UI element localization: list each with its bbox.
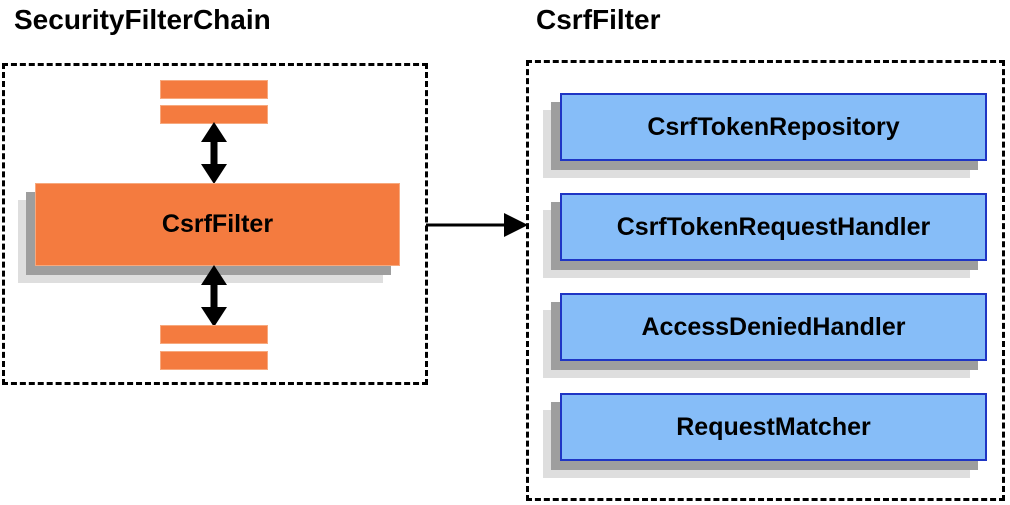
component-box-request-matcher[interactable]: RequestMatcher — [543, 393, 987, 478]
component-box-csrf-token-request-handler[interactable]: CsrfTokenRequestHandler — [543, 193, 987, 278]
csrf-filter-box[interactable]: CsrfFilter — [18, 183, 400, 283]
filter-bar-bottom-2 — [160, 351, 268, 370]
right-panel-title: CsrfFilter — [536, 4, 661, 35]
left-panel-title: SecurityFilterChain — [14, 4, 271, 35]
component-box-face: CsrfTokenRepository — [560, 93, 987, 161]
component-box-face: AccessDeniedHandler — [560, 293, 987, 361]
filter-bar-bottom-1 — [160, 325, 268, 344]
component-box-label: AccessDeniedHandler — [641, 312, 906, 341]
csrf-filter-box-label: CsrfFilter — [161, 210, 274, 238]
component-box-label: RequestMatcher — [676, 412, 871, 441]
filter-bar-top-1 — [160, 80, 268, 99]
component-box-label: CsrfTokenRequestHandler — [616, 212, 931, 241]
component-box-csrf-token-repository[interactable]: CsrfTokenRepository — [543, 93, 987, 178]
component-box-label: CsrfTokenRepository — [647, 112, 900, 141]
component-box-face: CsrfTokenRequestHandler — [560, 193, 987, 261]
panel-link-arrow — [426, 213, 528, 237]
component-box-access-denied-handler[interactable]: AccessDeniedHandler — [543, 293, 987, 378]
chain-link-arrow-top — [201, 122, 227, 184]
csrf-filter-panel — [526, 60, 1005, 501]
component-box-face: RequestMatcher — [560, 393, 987, 461]
csrf-filter-box-face: CsrfFilter — [35, 183, 400, 266]
chain-link-arrow-bottom — [201, 265, 227, 327]
